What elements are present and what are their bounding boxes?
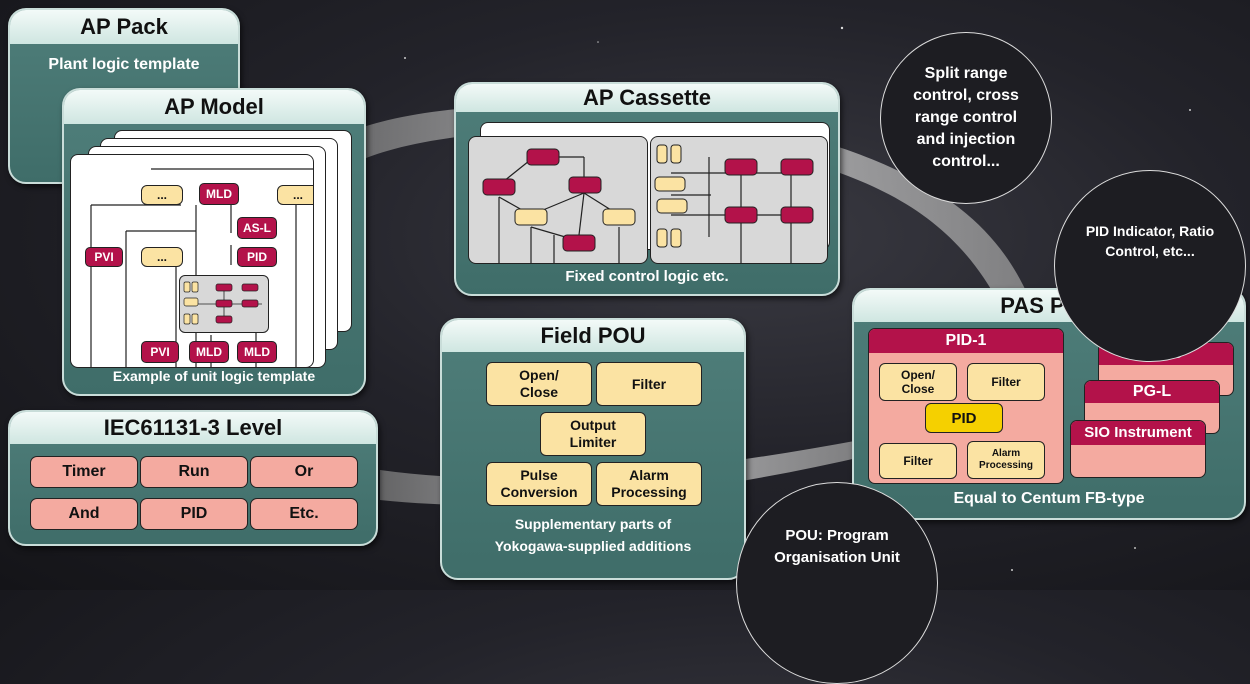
iec-block-pid: PID	[140, 498, 248, 530]
cassette-left-diagram	[482, 148, 636, 263]
bubble-split-range-text: Split range control, cross range control…	[913, 65, 1019, 170]
field-block-alarm-processing: Alarm Processing	[596, 462, 702, 506]
pid1-title: PID-1	[869, 329, 1063, 353]
model-mld-top: MLD	[199, 183, 239, 205]
ap-pack-title: AP Pack	[10, 10, 238, 44]
cassette-right	[650, 136, 828, 264]
model-mld-b1: MLD	[189, 341, 229, 363]
subgroup-wiring	[183, 281, 262, 325]
pid1-pid: PID	[925, 403, 1003, 433]
pas-stack-pgl-label: PG-L	[1085, 381, 1219, 403]
ap-model-title: AP Model	[64, 90, 364, 124]
iec-block-or: Or	[250, 456, 358, 488]
model-dots-1: ...	[141, 185, 183, 205]
field-pou-title: Field POU	[442, 320, 744, 352]
model-pvi-left: PVI	[85, 247, 123, 267]
iec-block-and: And	[30, 498, 138, 530]
bubble-pou-def: POU: Program Organisation Unit	[736, 482, 938, 684]
ap-pack-subtitle: Plant logic template	[48, 56, 200, 73]
ap-cassette-panel: AP Cassette	[454, 82, 840, 296]
pid1-filter-bottom: Filter	[879, 443, 957, 479]
pid1-alarm-processing: Alarm Processing	[967, 441, 1045, 479]
model-dots-3: ...	[141, 247, 183, 267]
model-sheet-front: ... MLD ... AS-L PVI ... PID	[70, 154, 314, 368]
model-pid: PID	[237, 247, 277, 267]
cassette-left	[468, 136, 648, 264]
iec-block-timer: Timer	[30, 456, 138, 488]
field-pou-caption-1: Supplementary parts of	[514, 516, 672, 532]
bubble-pou-def-text: POU: Program Organisation Unit	[774, 527, 900, 566]
field-pou-caption-2: Yokogawa-supplied additions	[494, 538, 692, 554]
ap-cassette-title: AP Cassette	[456, 84, 838, 112]
model-pvi-bottom: PVI	[141, 341, 179, 363]
pas-stack-sio: SIO Instrument	[1070, 420, 1206, 478]
pas-pou-caption: Equal to Centum FB-type	[953, 490, 1145, 507]
iec-level-title: IEC61131-3 Level	[10, 412, 376, 444]
iec-level-panel: IEC61131-3 Level Timer Run Or And PID Et…	[8, 410, 378, 546]
model-mld-b2: MLD	[237, 341, 277, 363]
pid1-block: PID-1 Open/ Close Filter PID Filter Alar…	[868, 328, 1064, 484]
pas-stack-sio-label: SIO Instrument	[1071, 421, 1205, 445]
pas-pou-panel: PAS POU PID-1 Open/ Close Filter PID Fil…	[852, 288, 1246, 520]
field-block-filter: Filter	[596, 362, 702, 406]
ap-model-caption: Example of unit logic template	[112, 368, 316, 384]
pid1-open-close: Open/ Close	[879, 363, 957, 401]
iec-block-etc: Etc.	[250, 498, 358, 530]
pid1-filter-top: Filter	[967, 363, 1045, 401]
model-asl: AS-L	[237, 217, 277, 239]
ap-cassette-caption: Fixed control logic etc.	[565, 268, 729, 285]
ap-model-panel: AP Model ... MLD ... AS-L PVI ..	[62, 88, 366, 396]
field-block-open-close: Open/ Close	[486, 362, 592, 406]
bubble-split-range: Split range control, cross range control…	[880, 32, 1052, 204]
iec-block-run: Run	[140, 456, 248, 488]
field-block-output-limiter: Output Limiter	[540, 412, 646, 456]
cassette-right-diagram	[654, 144, 814, 263]
bubble-pid-indicator-text: PID Indicator, Ratio Control, etc...	[1085, 223, 1215, 259]
field-pou-panel: Field POU Open/ Close Filter Output Limi…	[440, 318, 746, 580]
model-subgroup	[179, 275, 269, 333]
model-dots-2: ...	[277, 185, 313, 205]
field-block-pulse-conversion: Pulse Conversion	[486, 462, 592, 506]
bubble-pid-indicator: PID Indicator, Ratio Control, etc...	[1054, 170, 1246, 362]
